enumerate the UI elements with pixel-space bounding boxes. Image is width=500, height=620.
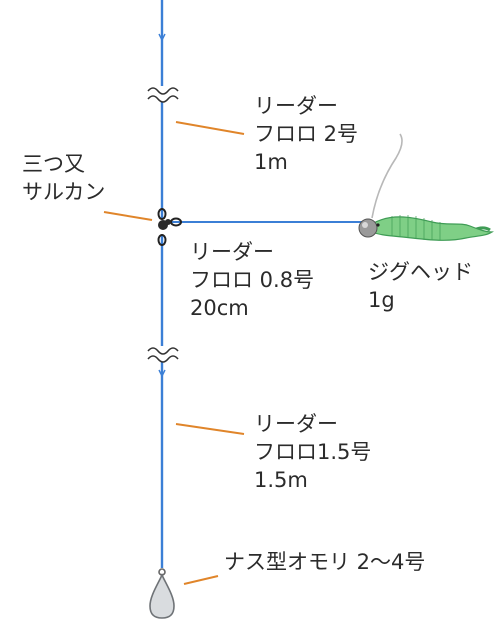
sinker-label: ナス型オモリ 2〜4号	[224, 548, 425, 576]
cut-mark-icon	[146, 346, 179, 363]
jighead-label-line1: ジグヘッド	[368, 260, 473, 284]
branch-leader-label-line3: 20cm	[190, 296, 249, 320]
jighead-worm-icon	[358, 133, 494, 241]
main-leader-label-line3: 1m	[254, 150, 288, 174]
callout-line-sinker	[183, 575, 219, 585]
three-way-swivel-icon	[157, 208, 182, 246]
main-leader-label: リーダー フロロ 2号 1m	[254, 92, 358, 176]
lower-leader-label-line1: リーダー	[254, 412, 338, 436]
callout-line-lower-leader	[175, 423, 245, 435]
lower-leader-label-line3: 1.5m	[254, 468, 308, 492]
lower-leader-label-line2: フロロ1.5号	[254, 440, 372, 464]
main-leader-label-line2: フロロ 2号	[254, 122, 359, 146]
line-direction-arrow-icon	[158, 33, 166, 42]
sinker-label-line1: ナス型オモリ 2〜4号	[224, 550, 426, 574]
jighead-label: ジグヘッド 1g	[368, 258, 473, 314]
branch-leader-label-line1: リーダー	[190, 240, 274, 264]
branch-leader-label-line2: フロロ 0.8号	[190, 268, 315, 292]
cut-mark-icon	[146, 86, 179, 103]
callout-line-swivel	[103, 211, 153, 221]
main-leader-label-line1: リーダー	[254, 94, 338, 118]
branch-leader-label: リーダー フロロ 0.8号 20cm	[190, 238, 314, 322]
swivel-label-line2: サルカン	[22, 180, 106, 204]
callout-line-main-leader	[175, 121, 245, 135]
swivel-label-line1: 三つ又	[22, 152, 85, 176]
line-direction-arrow-icon	[158, 369, 166, 378]
swivel-label: 三つ又 サルカン	[22, 150, 105, 206]
jighead-label-line2: 1g	[368, 288, 395, 312]
lower-leader-label: リーダー フロロ1.5号 1.5m	[254, 410, 371, 494]
sinker-icon	[149, 568, 175, 619]
